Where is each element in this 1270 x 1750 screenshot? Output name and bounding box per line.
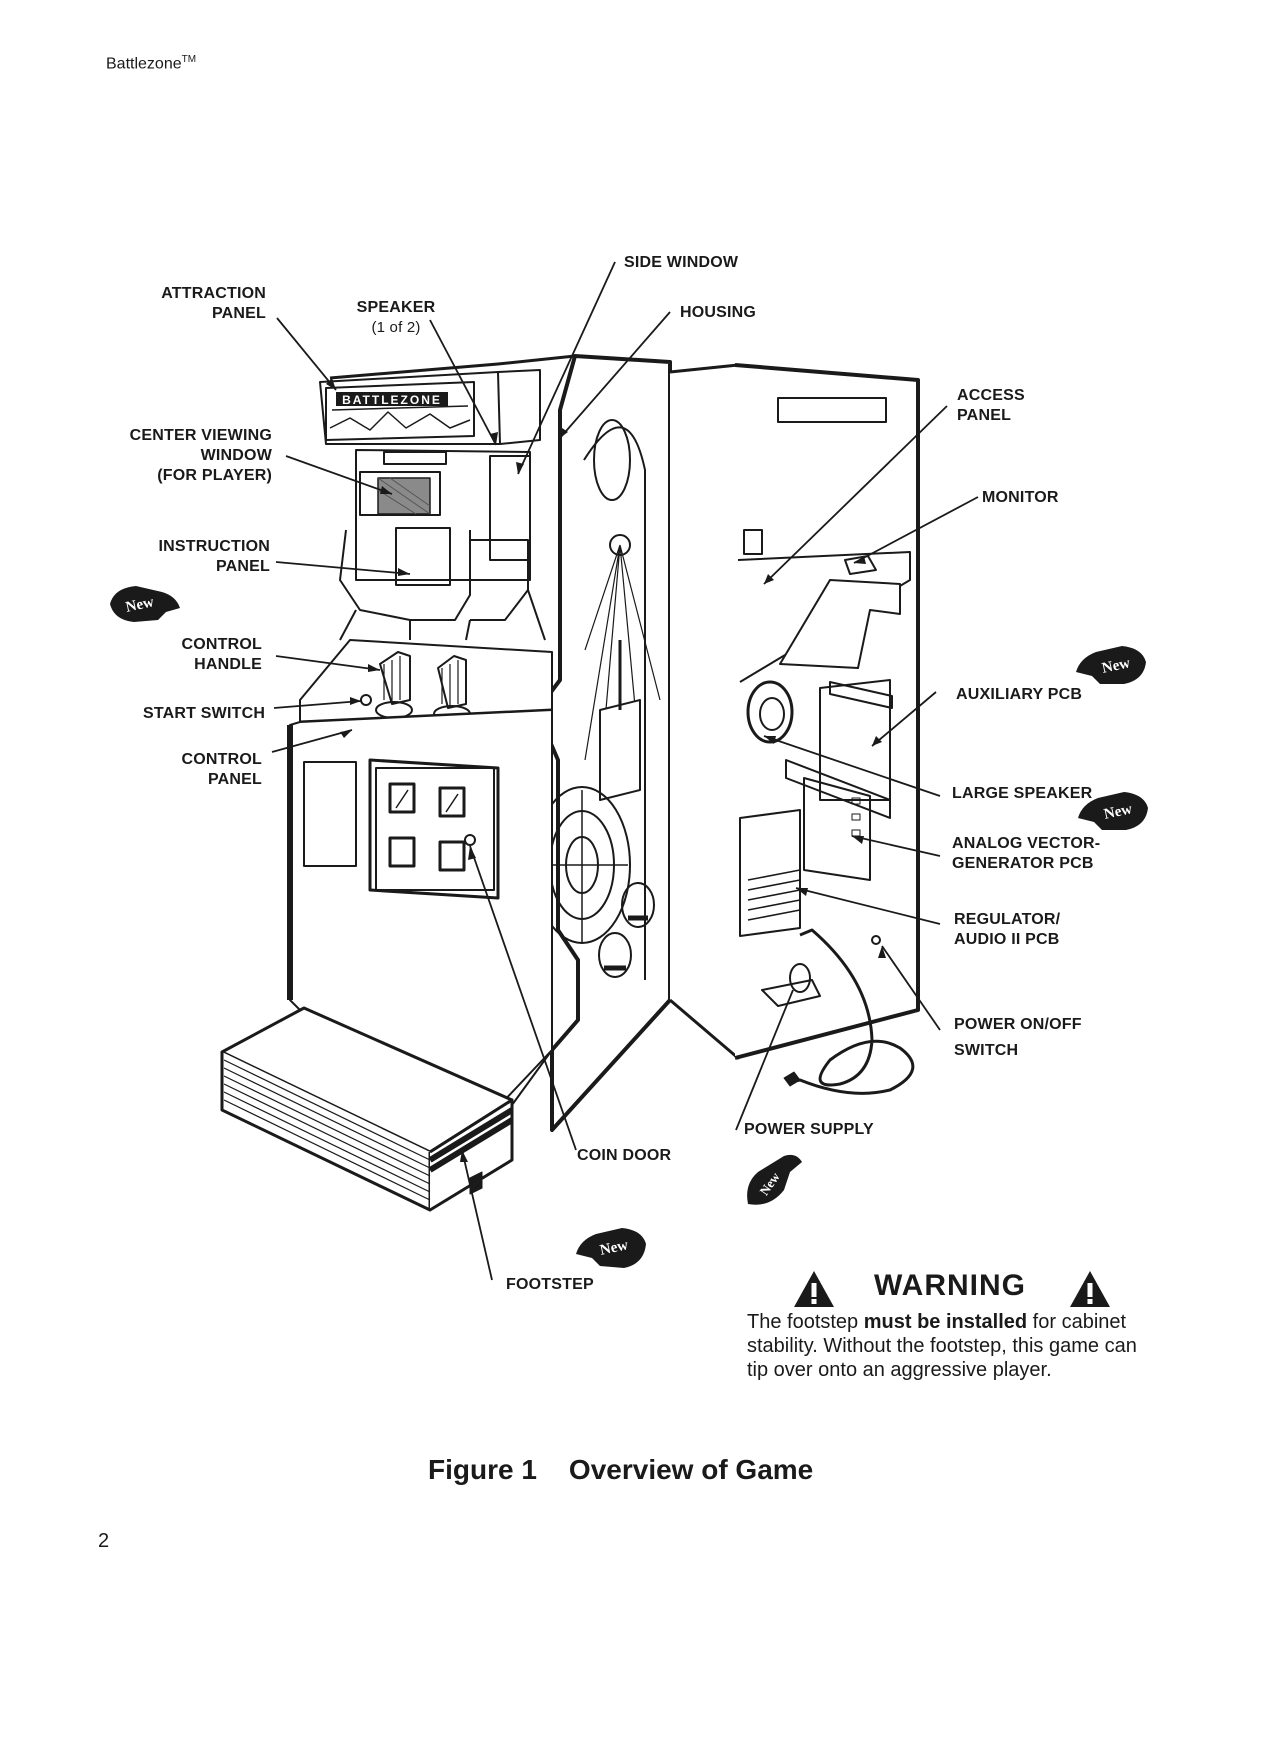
label-large-speaker: LARGE SPEAKER <box>952 784 1092 804</box>
pointing-hand-icon: New <box>1078 792 1148 830</box>
label-line: CONTROL <box>181 751 262 768</box>
label-line: CONTROL <box>181 636 262 653</box>
label-power-supply: POWER SUPPLY <box>744 1120 874 1140</box>
label-line: PANEL <box>215 558 270 575</box>
warning-text-bold: must be installed <box>863 1311 1028 1333</box>
control-handles <box>375 651 471 723</box>
label-line: ATTRACTION <box>161 285 266 302</box>
page-number: 2 <box>98 1530 110 1552</box>
label-line: WINDOW <box>200 447 272 464</box>
label-line: GENERATOR PCB <box>952 855 1094 872</box>
top-slot <box>777 397 887 423</box>
label-line: HOUSING <box>680 304 757 321</box>
new-badge-text: New <box>598 1237 629 1259</box>
label-line: COIN DOOR <box>577 1147 672 1164</box>
label-line: ACCESS <box>957 387 1025 404</box>
attraction-panel <box>325 381 475 441</box>
header-title: Battlezone <box>106 55 182 73</box>
label-line: POWER ON/OFF <box>954 1016 1082 1033</box>
analog-vector-generator-pcb <box>803 777 871 881</box>
large-speaker <box>746 680 794 744</box>
label-line: PANEL <box>211 305 266 322</box>
new-badge-text: New <box>1102 801 1133 823</box>
center-viewing-window <box>359 471 441 516</box>
pointing-hand-icon: New <box>1076 646 1146 684</box>
label-housing: HOUSING <box>680 303 756 323</box>
label-monitor: MONITOR <box>982 488 1059 508</box>
label-line: REGULATOR/ <box>954 911 1061 928</box>
label-line: START SWITCH <box>143 705 266 722</box>
label-line: PANEL <box>957 407 1012 424</box>
warning-text: The footstep must be installed for cabin… <box>747 1310 1147 1382</box>
label-line: AUXILIARY PCB <box>956 686 1083 703</box>
label-control-panel: CONTROL PANEL <box>150 750 262 790</box>
regulator-audio-pcb <box>739 809 801 937</box>
instruction-panel <box>395 527 451 586</box>
warning-title: WARNING <box>874 1269 1026 1302</box>
side-window <box>489 455 531 561</box>
label-power-switch: POWER ON/OFF SWITCH <box>954 1012 1082 1064</box>
trademark: TM <box>181 54 197 65</box>
footstep <box>220 1006 553 1212</box>
label-start-switch: START SWITCH <box>143 704 265 724</box>
figure-caption: Figure 1 Overview of Game <box>428 1454 813 1486</box>
label-regulator-audio-pcb: REGULATOR/ AUDIO II PCB <box>954 910 1060 950</box>
arrowheads <box>326 378 886 1162</box>
label-line: MONITOR <box>982 489 1059 506</box>
label-side-window: SIDE WINDOW <box>624 253 738 273</box>
warning-triangle-icon <box>794 1271 834 1307</box>
warning-text-after: for cabinet stability. Without the foots… <box>747 1311 1137 1381</box>
label-line: POWER SUPPLY <box>744 1121 874 1138</box>
label-line: FOOTSTEP <box>506 1276 594 1293</box>
warning-triangle-icon <box>1070 1271 1110 1307</box>
label-control-handle: CONTROL HANDLE <box>150 635 262 675</box>
label-auxiliary-pcb: AUXILIARY PCB <box>956 685 1082 705</box>
label-attraction-panel: ATTRACTION PANEL <box>150 284 266 324</box>
rear-cabinet <box>669 363 920 1095</box>
label-coin-door: COIN DOOR <box>577 1146 671 1166</box>
figure-title: Overview of Game <box>568 1454 814 1485</box>
pointing-hand-icon: New <box>110 586 180 622</box>
figure-number: Figure 1 <box>428 1454 537 1485</box>
pointing-hand-icon: New <box>747 1154 802 1205</box>
label-line: CENTER VIEWING <box>129 427 272 444</box>
label-line: ANALOG VECTOR- <box>952 835 1101 852</box>
label-speaker: SPEAKER (1 of 2) <box>346 298 446 338</box>
start-switch <box>360 694 372 706</box>
label-line: (FOR PLAYER) <box>157 467 272 484</box>
pointing-hand-icon: New <box>576 1228 646 1268</box>
label-line: (1 of 2) <box>371 319 421 336</box>
power-supply <box>761 979 821 1007</box>
leader-lines <box>271 261 979 1281</box>
new-badge-text: New <box>1100 655 1131 677</box>
label-line: SIDE WINDOW <box>624 254 739 271</box>
label-line: SWITCH <box>954 1042 1019 1059</box>
power-switch <box>871 935 881 945</box>
control-panel <box>299 639 553 723</box>
new-badge-text: New <box>124 594 155 616</box>
label-line: SPEAKER <box>356 299 436 316</box>
front-cabinet: BATTLEZONE <box>220 354 672 1212</box>
power-cord <box>789 928 915 1095</box>
label-analog-vector-generator-pcb: ANALOG VECTOR- GENERATOR PCB <box>952 834 1100 874</box>
label-line: HANDLE <box>194 656 262 673</box>
label-line: LARGE SPEAKER <box>952 785 1093 802</box>
marquee-text: BATTLEZONE <box>342 393 442 407</box>
label-instruction-panel: INSTRUCTION PANEL <box>130 537 270 577</box>
running-header: BattlezoneTM <box>106 54 196 73</box>
warning-heading: WARNING <box>792 1265 1122 1309</box>
label-line: INSTRUCTION <box>158 538 270 555</box>
label-footstep: FOOTSTEP <box>506 1275 594 1295</box>
warning-text-before: The footstep <box>747 1311 864 1333</box>
label-access-panel: ACCESS PANEL <box>957 386 1025 426</box>
coin-door <box>368 758 500 900</box>
label-line: PANEL <box>207 771 262 788</box>
label-center-viewing-window: CENTER VIEWING WINDOW (FOR PLAYER) <box>112 426 272 486</box>
label-line: AUDIO II PCB <box>954 931 1060 948</box>
